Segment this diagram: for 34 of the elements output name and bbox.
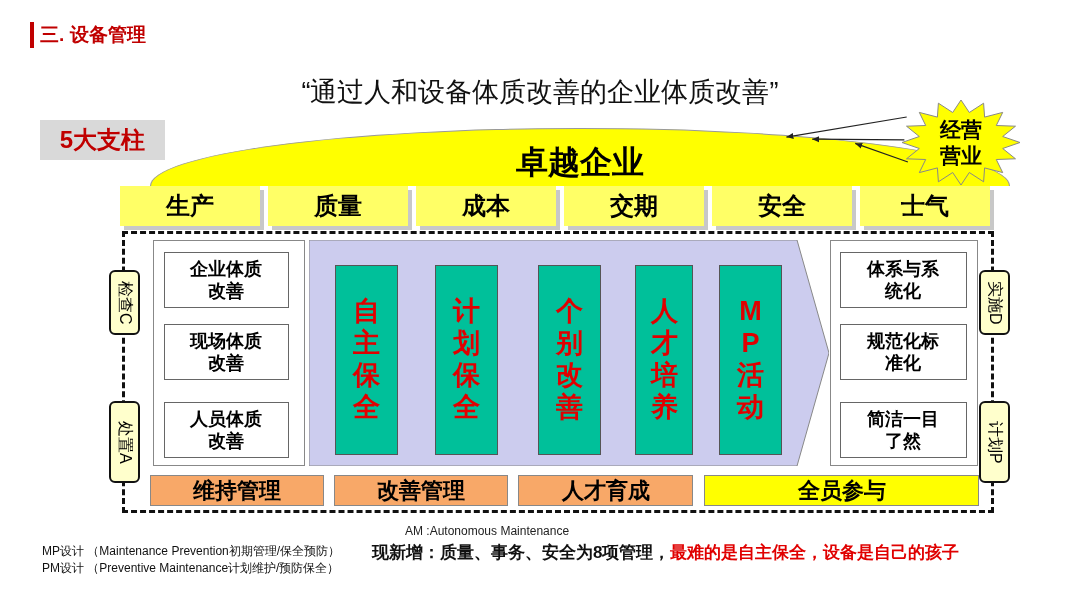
- pillar-box: MP活动: [719, 265, 782, 455]
- pillar-box: 人才培养: [635, 265, 693, 455]
- pillar-box: 个别改善: [538, 265, 601, 455]
- text-box: 企业体质改善: [164, 252, 289, 308]
- text-box: 人员体质改善: [164, 402, 289, 458]
- note: 最难的是自主保全，设备是自己的孩子: [670, 542, 959, 564]
- panel: [153, 240, 305, 466]
- chevron: [309, 240, 829, 466]
- text-box: 规范化标准化: [840, 324, 967, 380]
- arrow: [854, 142, 909, 163]
- base-bar: 维持管理: [150, 475, 324, 506]
- arrow: [785, 116, 908, 139]
- section-heading: 三. 设备管理: [30, 22, 146, 48]
- pillar-box: 自主保全: [335, 265, 398, 455]
- base-bar: 改善管理: [334, 475, 508, 506]
- pdca-tag: 处置A: [109, 401, 140, 483]
- note: MP设计 （Maintenance Prevention初期管理/保全预防）: [42, 543, 341, 560]
- note: AM :Autonomous Maintenance: [405, 524, 570, 538]
- base-bar: 人才育成: [518, 475, 693, 506]
- title: “通过人和设备体质改善的企业体质改善”: [300, 76, 780, 109]
- pillar-box: 计划保全: [435, 265, 498, 455]
- text-box: 现场体质改善: [164, 324, 289, 380]
- arrow: [811, 136, 905, 143]
- text-box: 简洁一目了然: [840, 402, 967, 458]
- heading-tag: 5大支柱: [40, 120, 165, 160]
- note: 现新增：质量、事务、安全为8项管理，: [372, 542, 671, 564]
- starburst: 经营营业: [902, 100, 1020, 185]
- base-bar: 全员参与: [704, 475, 979, 506]
- panel: [830, 240, 978, 466]
- note: PM设计 （Preventive Maintenance计划维护/预防保全）: [42, 560, 340, 577]
- pdca-tag: 实施D: [979, 270, 1010, 335]
- pdca-tag: 计划P: [979, 401, 1010, 483]
- text-box: 体系与系统化: [840, 252, 967, 308]
- pdca-tag: 检查C: [109, 270, 140, 335]
